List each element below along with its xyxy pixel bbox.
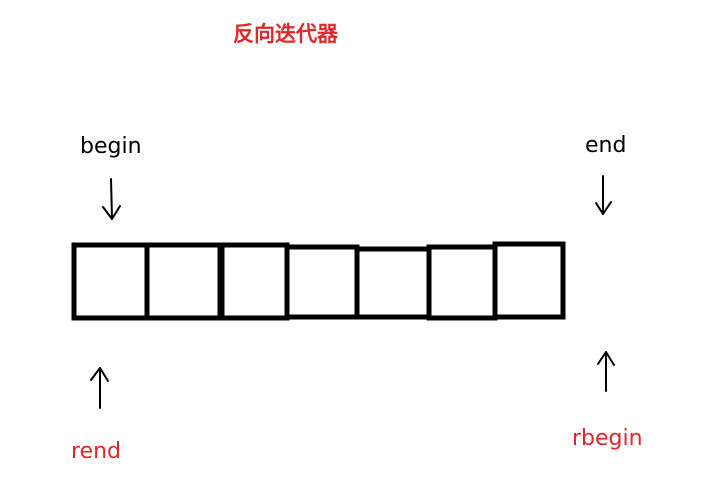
- array-cell: [71, 242, 150, 321]
- array-cell: [492, 241, 566, 320]
- rbegin-label: rbegin: [572, 426, 643, 451]
- diagram-title: 反向迭代器: [233, 22, 338, 46]
- rend-label: rend: [71, 439, 122, 464]
- array-cell: [426, 244, 498, 321]
- array-cell: [144, 242, 223, 321]
- end-label: end: [585, 133, 627, 158]
- rbegin-arrow-icon: [597, 351, 615, 392]
- end-arrow-icon: [595, 175, 612, 215]
- begin-arrow-icon: [102, 178, 121, 220]
- rend-arrow-icon: [90, 367, 109, 409]
- array-cell: [284, 244, 360, 320]
- array-cell: [219, 242, 290, 321]
- begin-label: begin: [80, 134, 142, 159]
- array: [71, 241, 566, 321]
- array-cell: [354, 246, 432, 320]
